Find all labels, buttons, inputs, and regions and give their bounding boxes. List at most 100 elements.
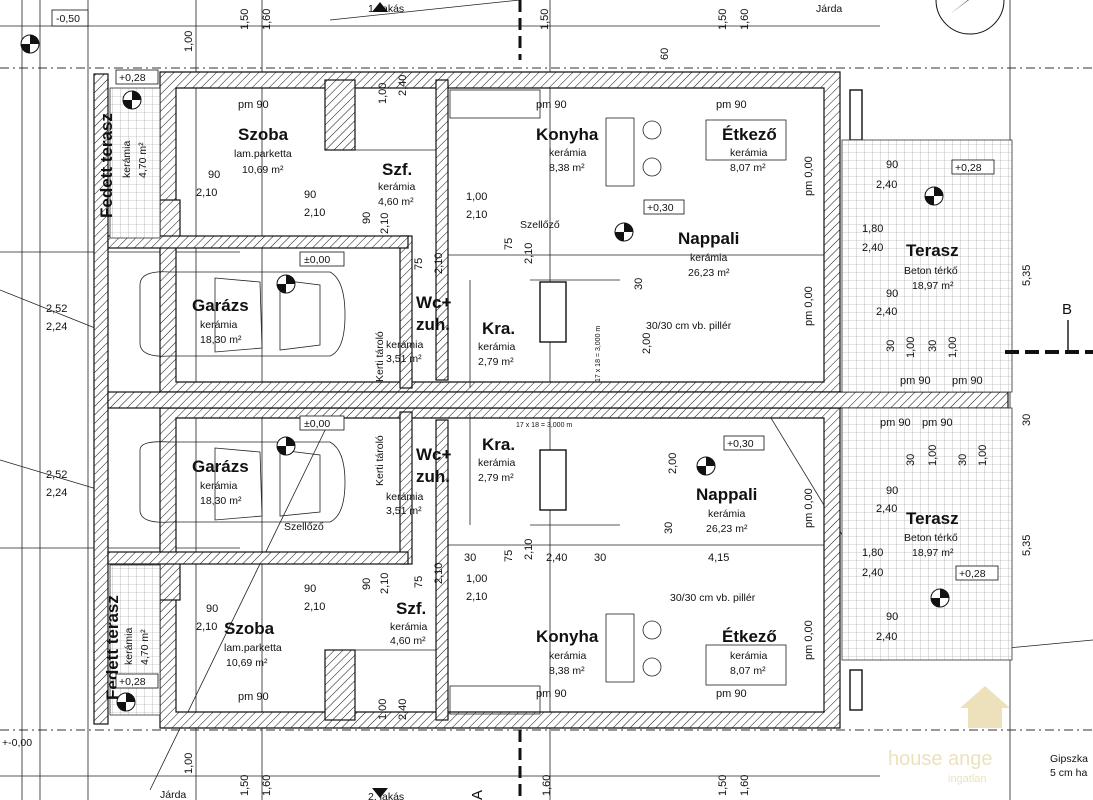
svg-text:1,60: 1,60 <box>261 775 273 796</box>
svg-text:ingatlan: ingatlan <box>948 773 987 785</box>
svg-text:2,24: 2,24 <box>46 487 67 499</box>
svg-text:1,00: 1,00 <box>466 573 487 585</box>
svg-text:2,10: 2,10 <box>196 621 217 633</box>
svg-text:1,50: 1,50 <box>717 9 729 30</box>
svg-text:3,51 m²: 3,51 m² <box>386 505 422 517</box>
svg-text:Konyha: Konyha <box>536 125 599 144</box>
svg-text:Nappali: Nappali <box>678 229 739 248</box>
svg-text:1,00: 1,00 <box>377 699 389 720</box>
svg-text:30: 30 <box>905 454 917 466</box>
car-bottom <box>139 441 346 523</box>
svg-text:pm 90: pm 90 <box>716 99 747 111</box>
svg-text:kerámia: kerámia <box>730 147 768 159</box>
svg-text:90: 90 <box>886 288 898 300</box>
svg-text:2,79 m²: 2,79 m² <box>478 356 514 368</box>
partitions <box>355 149 824 651</box>
svg-text:Szoba: Szoba <box>224 619 275 638</box>
svg-text:18,97 m²: 18,97 m² <box>912 280 954 292</box>
svg-text:Nappali: Nappali <box>696 485 757 504</box>
misc-labels: Járda 1. lakás 2. lakás Járda Szellőző S… <box>160 3 1088 800</box>
svg-text:8,07 m²: 8,07 m² <box>730 665 766 677</box>
svg-text:26,23 m²: 26,23 m² <box>706 523 748 535</box>
outer-walls <box>93 71 1009 729</box>
svg-text:+0,30: +0,30 <box>727 438 754 450</box>
svg-text:Konyha: Konyha <box>536 627 599 646</box>
unit-arrows <box>372 2 388 798</box>
north-arrow <box>935 0 1005 35</box>
svg-text:kerámia: kerámia <box>200 480 238 492</box>
svg-text:30/30 cm vb. pillér: 30/30 cm vb. pillér <box>646 320 732 332</box>
svg-text:1,00: 1,00 <box>947 337 959 358</box>
svg-text:pm 0,00: pm 0,00 <box>803 286 815 326</box>
svg-text:1,60: 1,60 <box>739 775 751 796</box>
svg-text:Beton térkő: Beton térkő <box>904 532 958 544</box>
svg-text:house ange: house ange <box>888 748 993 770</box>
svg-text:Terasz: Terasz <box>906 241 959 260</box>
svg-text:3,51 m²: 3,51 m² <box>386 353 422 365</box>
svg-text:Szellőző: Szellőző <box>520 219 560 231</box>
svg-text:-0,50: -0,50 <box>56 13 80 25</box>
svg-text:kerámia: kerámia <box>121 140 133 178</box>
svg-text:26,23 m²: 26,23 m² <box>688 267 730 279</box>
svg-text:Garázs: Garázs <box>192 296 249 315</box>
svg-text:1,00: 1,00 <box>905 337 917 358</box>
svg-text:pm 0,00: pm 0,00 <box>803 620 815 660</box>
svg-text:2,40: 2,40 <box>862 567 883 579</box>
svg-text:±0,00: ±0,00 <box>304 254 330 266</box>
svg-text:pm 90: pm 90 <box>536 688 567 700</box>
svg-text:pm 0,00: pm 0,00 <box>803 156 815 196</box>
svg-text:90: 90 <box>886 485 898 497</box>
svg-text:30: 30 <box>464 552 476 564</box>
svg-text:pm 0,00: pm 0,00 <box>803 488 815 528</box>
svg-text:17 x 18 = 3,000 m: 17 x 18 = 3,000 m <box>595 326 602 382</box>
svg-text:30: 30 <box>1021 414 1033 426</box>
svg-text:kerámia: kerámia <box>549 650 587 662</box>
svg-text:kerámia: kerámia <box>478 457 516 469</box>
svg-text:10,69 m²: 10,69 m² <box>242 164 284 176</box>
terraces <box>109 87 1013 716</box>
svg-text:2,40: 2,40 <box>397 699 409 720</box>
svg-text:90: 90 <box>361 578 373 590</box>
svg-text:8,38 m²: 8,38 m² <box>549 162 585 174</box>
svg-text:2,40: 2,40 <box>876 179 897 191</box>
level-texts: -0,50 +0,28 ±0,00 +0,30 +0,28 ±0,00 +0,3… <box>2 9 999 749</box>
svg-text:5,35: 5,35 <box>1021 535 1033 556</box>
svg-text:2,40: 2,40 <box>876 306 897 318</box>
svg-text:1,50: 1,50 <box>239 775 251 796</box>
svg-text:2,10: 2,10 <box>433 563 445 584</box>
svg-text:2,10: 2,10 <box>379 573 391 594</box>
svg-text:1,00: 1,00 <box>927 445 939 466</box>
car-top <box>139 271 346 357</box>
svg-text:2,00: 2,00 <box>667 453 679 474</box>
svg-text:kerámia: kerámia <box>123 627 135 665</box>
svg-text:30: 30 <box>633 278 645 290</box>
svg-text:30: 30 <box>957 454 969 466</box>
svg-text:Gipszka: Gipszka <box>1050 753 1088 765</box>
svg-text:+-0,00: +-0,00 <box>2 737 32 749</box>
svg-text:+0,28: +0,28 <box>119 72 146 84</box>
svg-text:90: 90 <box>304 189 316 201</box>
svg-text:pm 90: pm 90 <box>238 691 269 703</box>
svg-text:pm 90: pm 90 <box>922 417 953 429</box>
svg-text:75: 75 <box>503 238 515 250</box>
svg-text:90: 90 <box>361 212 373 224</box>
svg-text:Wc+: Wc+ <box>416 293 452 312</box>
svg-text:1,00: 1,00 <box>466 191 487 203</box>
svg-text:2,10: 2,10 <box>466 591 487 603</box>
svg-text:18,30 m²: 18,30 m² <box>200 495 242 507</box>
svg-text:1. lakás: 1. lakás <box>368 3 404 15</box>
svg-text:kerámia: kerámia <box>730 650 768 662</box>
svg-text:2,10: 2,10 <box>433 253 445 274</box>
svg-text:lam.parketta: lam.parketta <box>234 148 292 160</box>
svg-text:1,60: 1,60 <box>261 9 273 30</box>
svg-text:18,97 m²: 18,97 m² <box>912 547 954 559</box>
svg-text:4,15: 4,15 <box>708 552 729 564</box>
svg-text:Szf.: Szf. <box>382 160 412 179</box>
svg-text:2,10: 2,10 <box>379 213 391 234</box>
svg-text:10,69 m²: 10,69 m² <box>226 657 268 669</box>
svg-text:2,79 m²: 2,79 m² <box>478 472 514 484</box>
svg-text:Kerti tároló: Kerti tároló <box>374 435 386 486</box>
svg-text:4,70 m²: 4,70 m² <box>139 629 151 665</box>
svg-text:zuh.: zuh. <box>416 467 450 486</box>
